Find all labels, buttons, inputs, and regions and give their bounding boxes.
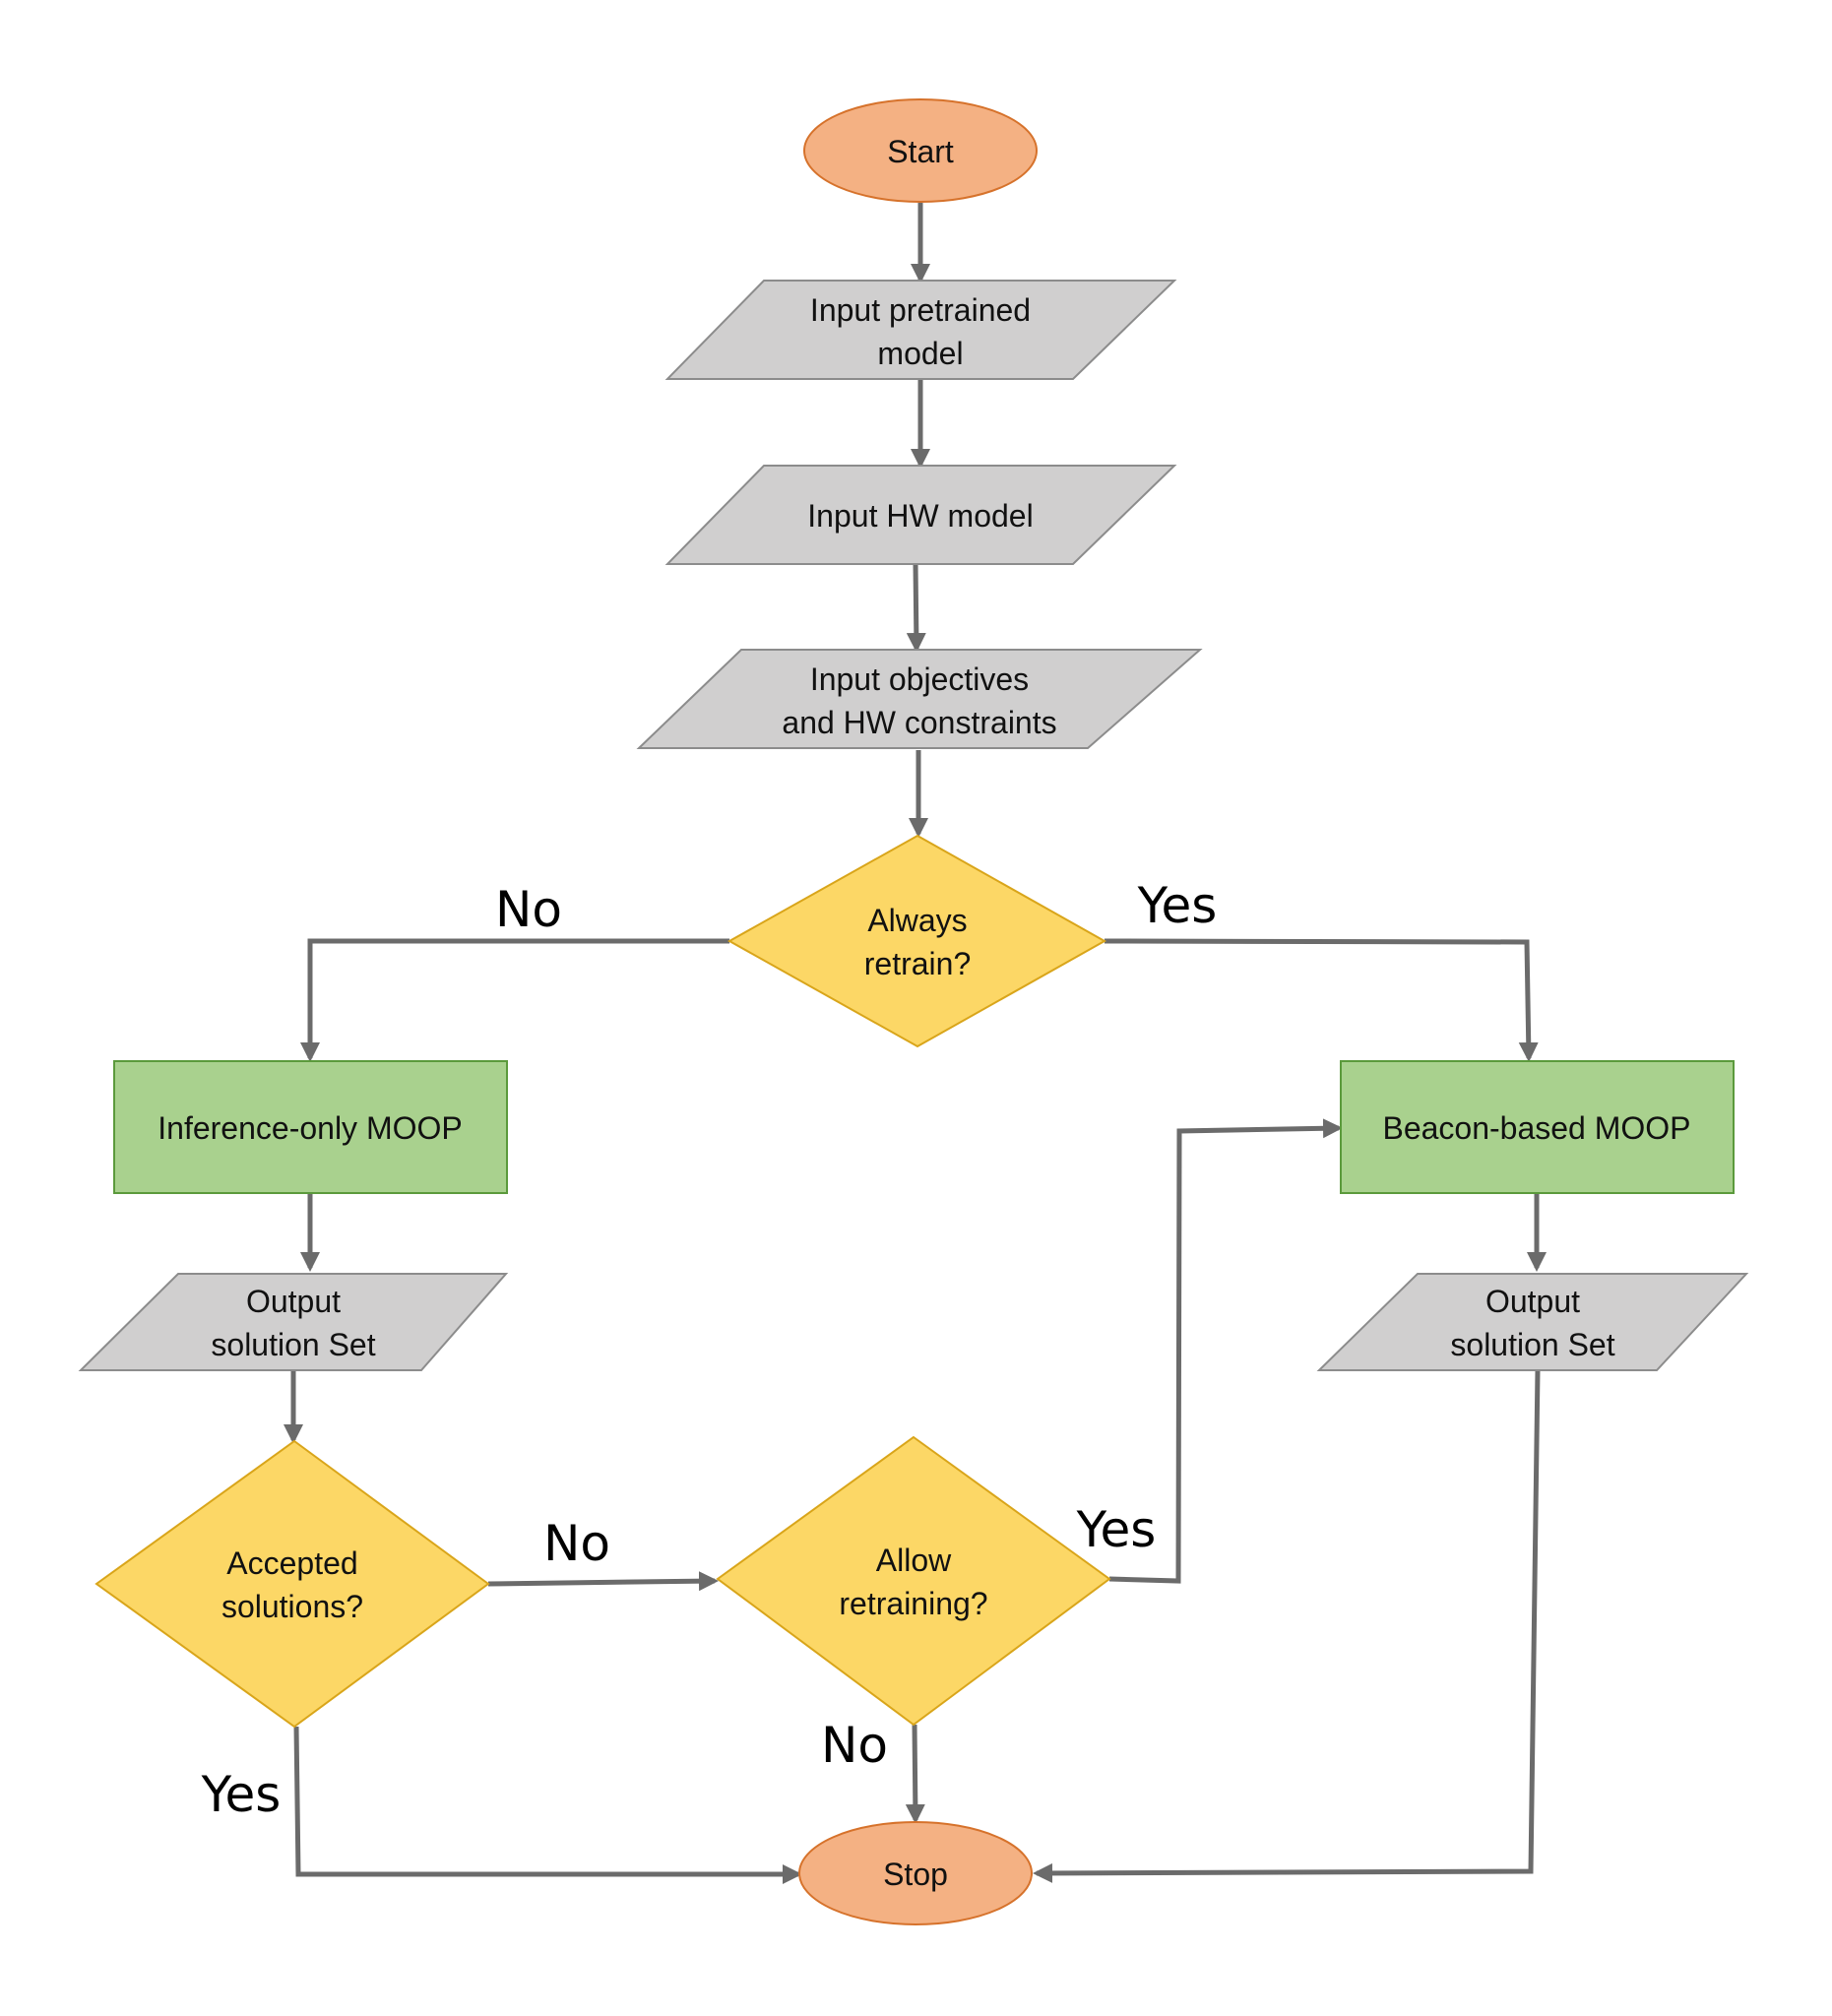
allow-retraining-node: Allow retraining? (716, 1435, 1111, 1727)
edge-labels: No Yes No Yes No Yes (201, 877, 1218, 1823)
always-retrain-diamond (726, 834, 1107, 1048)
beacon-moop-box (1340, 1060, 1735, 1194)
inference-moop-box (113, 1060, 508, 1194)
input-pretrained-label-line1: Input pretrained (810, 292, 1031, 328)
input-objectives-label-line2: and HW constraints (782, 705, 1056, 740)
stop-terminal (798, 1821, 1033, 1925)
input-objectives-label-line1: Input objectives (810, 662, 1029, 697)
always-retrain-node: Always retrain? (726, 834, 1107, 1048)
input-hw-node: Input HW model (664, 465, 1177, 565)
accepted-node: Accepted solutions? (95, 1439, 490, 1729)
output-left-node: Output solution Set (78, 1273, 509, 1371)
input-pretrained-node: Input pretrained model (664, 280, 1177, 380)
connector-always-no-to-inference (300, 938, 729, 1062)
start-node: Start (803, 98, 1038, 203)
connector-accepted-no-to-allow (487, 1571, 719, 1592)
always-retrain-label-line2: retrain? (864, 946, 972, 981)
input-objectives-parallelogram (636, 649, 1203, 749)
output-left-parallelogram (78, 1273, 509, 1371)
accepted-diamond (95, 1439, 490, 1729)
accepted-label-line1: Accepted (226, 1545, 357, 1581)
edge-label-always-yes: Yes (1137, 877, 1218, 934)
beacon-moop-node: Beacon-based MOOP (1340, 1060, 1735, 1194)
stop-label: Stop (883, 1857, 948, 1892)
input-pretrained-parallelogram (664, 280, 1177, 380)
edge-label-accepted-no: No (543, 1515, 610, 1572)
input-pretrained-label-line2: model (877, 336, 963, 371)
output-right-parallelogram (1316, 1273, 1749, 1371)
beacon-moop-label: Beacon-based MOOP (1382, 1110, 1690, 1146)
edge-label-allow-no: No (821, 1717, 888, 1774)
allow-retraining-label-line2: retraining? (839, 1586, 987, 1621)
connector-allow-yes-to-beacon (1108, 1118, 1343, 1584)
allow-retraining-label-line1: Allow (876, 1543, 952, 1578)
connector-accepted-yes-to-stop (293, 1726, 802, 1884)
edge-label-allow-yes: Yes (1076, 1501, 1157, 1558)
start-terminal (803, 98, 1038, 203)
output-right-node: Output solution Set (1316, 1273, 1749, 1371)
edge-label-accepted-yes: Yes (201, 1766, 282, 1823)
allow-retraining-diamond (716, 1435, 1111, 1727)
start-label: Start (887, 134, 954, 169)
inference-moop-node: Inference-only MOOP (113, 1060, 508, 1194)
connector-allow-no-to-stop (905, 1724, 925, 1824)
connector-always-yes-to-beacon (1104, 938, 1539, 1062)
accepted-label-line2: solutions? (221, 1589, 363, 1624)
input-hw-parallelogram (664, 465, 1177, 565)
input-hw-label: Input HW model (807, 498, 1033, 534)
output-left-label-line2: solution Set (211, 1327, 375, 1362)
inference-moop-label: Inference-only MOOP (158, 1110, 462, 1146)
output-right-label-line1: Output (1485, 1284, 1580, 1319)
output-left-label-line1: Output (246, 1284, 341, 1319)
edge-label-always-no: No (495, 881, 562, 938)
output-right-label-line2: solution Set (1450, 1327, 1614, 1362)
connectors (284, 203, 1547, 1884)
input-objectives-node: Input objectives and HW constraints (636, 649, 1203, 749)
connector-output-right-to-stop (1033, 1369, 1541, 1883)
always-retrain-label-line1: Always (867, 903, 967, 938)
stop-node: Stop (798, 1821, 1033, 1925)
